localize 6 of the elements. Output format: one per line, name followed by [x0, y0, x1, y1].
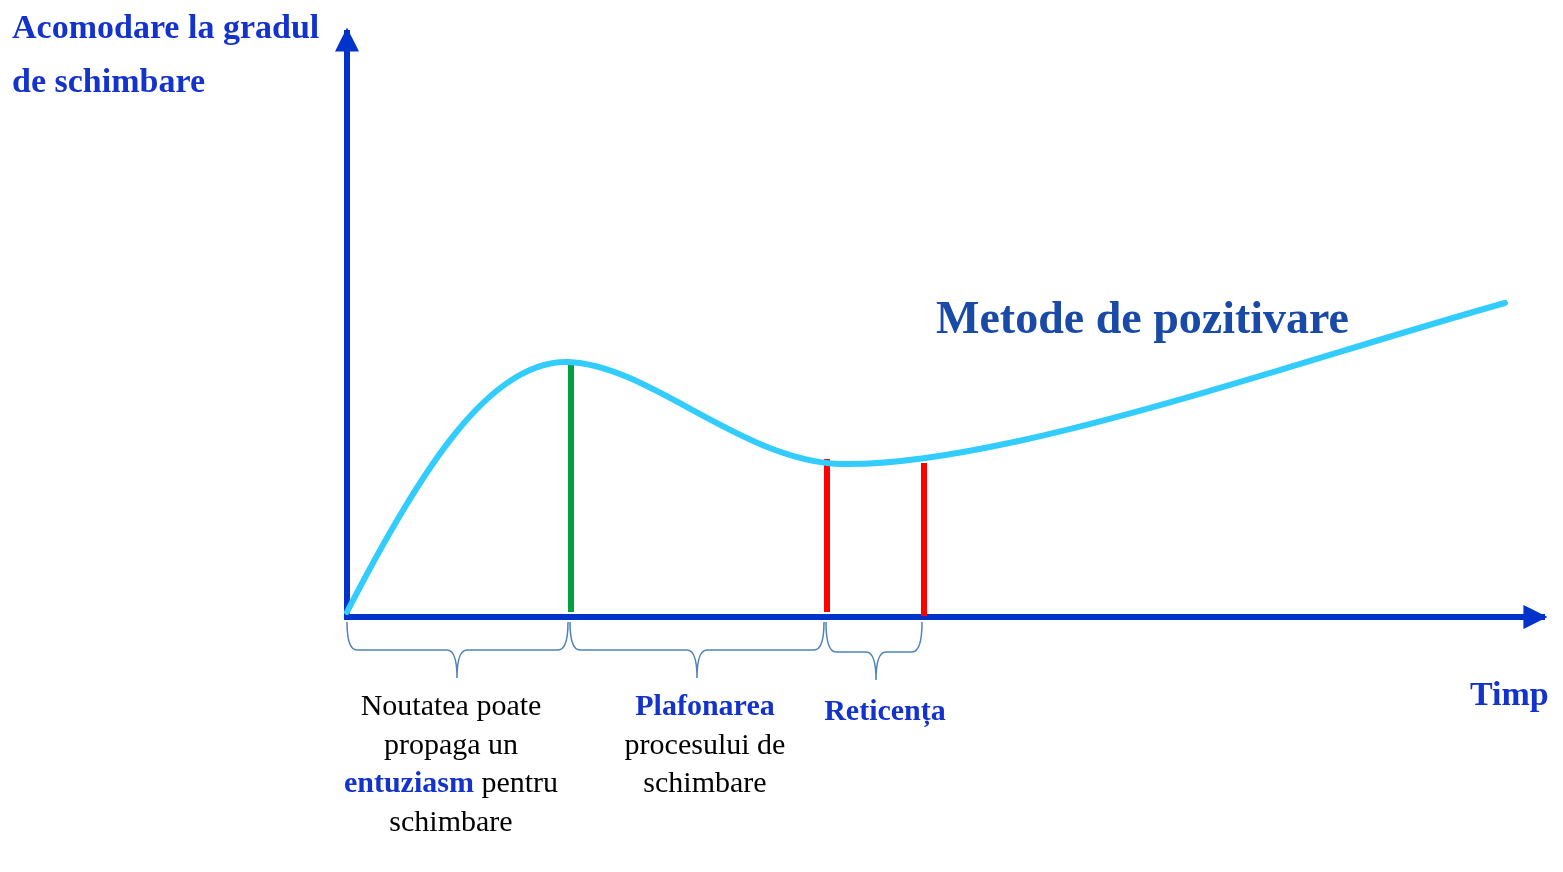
axis-title: Acomodare la gradul de schimbare [12, 7, 321, 101]
phase-caption: Noutatea poate propaga un entuziasm pentru schimbare [342, 687, 560, 839]
axis-title: Timp [1470, 674, 1550, 714]
curve-label: Metode de pozitivare [936, 291, 1351, 345]
phase-caption: Plafonarea procesului de schimbare [623, 687, 787, 800]
phase-caption: Reticența [823, 692, 947, 729]
